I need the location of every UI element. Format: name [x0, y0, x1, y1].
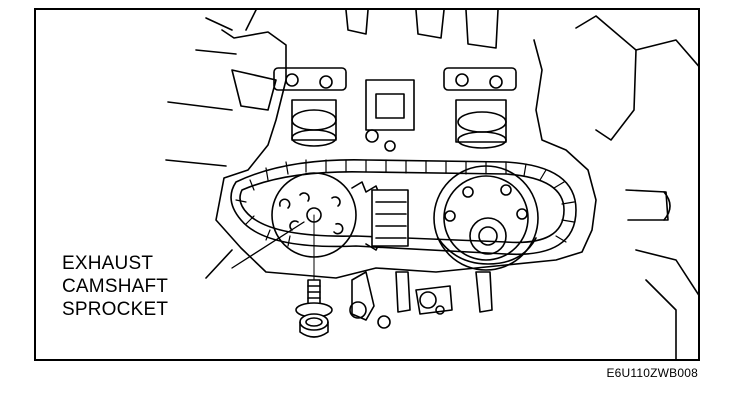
label-line-1: EXHAUST: [62, 253, 154, 274]
cylinder-head-outline: [215, 10, 698, 359]
sprocket-bolt: [295, 214, 333, 338]
label-line-3: SPROCKET: [62, 299, 169, 320]
gear-teeth: [351, 181, 409, 251]
callout-leader-line: [231, 221, 305, 269]
exhaust-camshaft-sprocket-label: EXHAUST CAMSHAFT SPROCKET: [62, 252, 168, 321]
intake-sprocket: [433, 165, 539, 271]
lower-casing: [165, 17, 493, 329]
illustration-frame: [34, 8, 700, 361]
engine-timing-illustration: [165, 10, 698, 359]
timing-chain: [230, 159, 577, 256]
label-line-2: CAMSHAFT: [62, 276, 169, 297]
figure-code: E6U110ZWB008: [606, 366, 698, 380]
bearing-caps: [273, 67, 517, 152]
